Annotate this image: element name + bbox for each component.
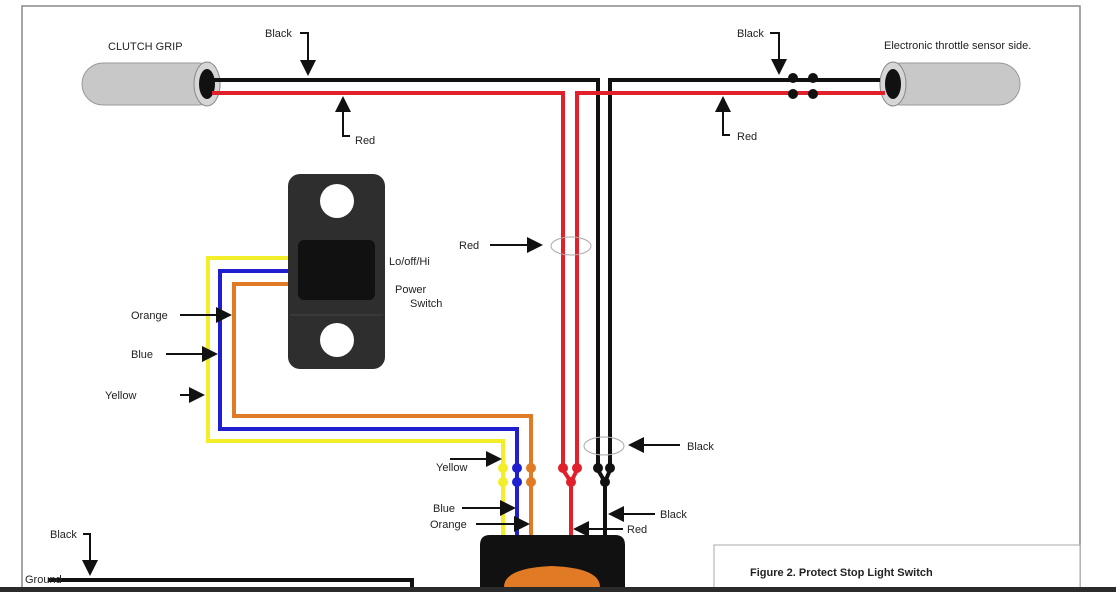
label-yellow-left: Yellow [105, 390, 136, 402]
label-switch-name-2: Switch [410, 298, 442, 310]
label-switch-mode: Lo/off/Hi [389, 256, 430, 268]
label-orange-bottom: Orange [430, 519, 467, 531]
label-red-mid: Red [459, 240, 479, 252]
label-arrows [82, 32, 787, 576]
label-ground: Ground [25, 574, 62, 586]
ground-wire [48, 578, 414, 587]
label-red-top-left: Red [355, 135, 375, 147]
label-black-ground: Black [50, 529, 77, 541]
clutch-grip [81, 61, 221, 107]
label-yellow-bottom: Yellow [436, 462, 467, 474]
label-black-bottom: Black [660, 509, 687, 521]
label-blue-bottom: Blue [433, 503, 455, 515]
label-blue-left: Blue [131, 349, 153, 361]
label-red-top-right: Red [737, 131, 757, 143]
label-switch-name-1: Power [395, 284, 427, 296]
black-wire-bundle-marker [583, 436, 625, 456]
throttle-grip [879, 61, 1021, 107]
label-clutch-grip: CLUTCH GRIP [108, 41, 183, 53]
figure-caption-box [713, 544, 1081, 587]
power-switch [288, 174, 385, 369]
label-black-mid: Black [687, 441, 714, 453]
label-throttle-side: Electronic throttle sensor side. [884, 40, 1031, 52]
red-wire-bundle-marker [550, 236, 592, 256]
controller-unit [480, 535, 625, 587]
label-orange-left: Orange [131, 310, 168, 322]
connector-dots-top [788, 73, 818, 99]
viewer-bottom-bar [0, 587, 1116, 592]
connector-dots-bottom [498, 463, 615, 487]
label-black-top-right: Black [737, 28, 764, 40]
label-black-top-left: Black [265, 28, 292, 40]
figure-caption: Figure 2. Protect Stop Light Switch [750, 567, 933, 579]
label-red-bottom: Red [627, 524, 647, 536]
